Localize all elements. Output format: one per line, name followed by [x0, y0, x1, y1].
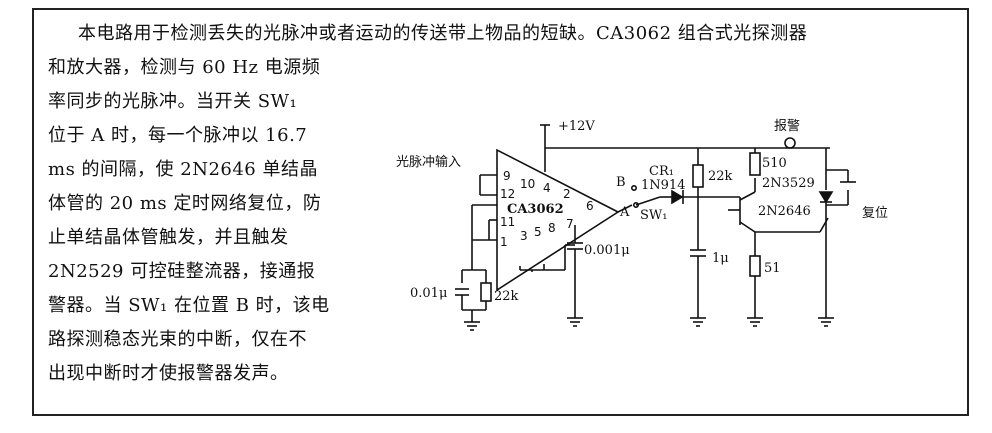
text-line-8: 2N2529 可控硅整流器，接通报 — [48, 261, 316, 282]
switch-position-b: B — [616, 175, 626, 190]
ic-capacitor-label: 0.001μ — [584, 243, 630, 258]
pin-label-1: 1 — [500, 235, 508, 249]
pin-label-10: 10 — [520, 177, 535, 191]
pin-label-12: 12 — [500, 187, 515, 201]
switch-name-label: SW₁ — [640, 208, 667, 223]
pin-label-8: 8 — [548, 221, 556, 235]
input-resistor-label: 22k — [494, 289, 519, 304]
text-line-7: 止单结晶体管触发，并且触发 — [48, 227, 289, 248]
timing-resistor-label: 22k — [708, 169, 733, 184]
text-line-3: 率同步的光脉冲。当开关 SW₁ — [48, 91, 298, 112]
scr-label: 2N3529 — [762, 176, 815, 191]
alarm-label: 报警 — [774, 118, 800, 134]
switch-position-a: A — [619, 205, 630, 220]
diode-cr-label: CR₁ — [649, 164, 674, 179]
text-line-5: ms 的间隔，使 2N2646 单结晶 — [48, 159, 318, 180]
pin-label-7: 7 — [566, 217, 574, 231]
figure-frame — [32, 8, 969, 416]
ujt-label: 2N2646 — [758, 204, 811, 219]
text-line-6: 体管的 20 ms 定时网络复位，防 — [48, 193, 322, 214]
text-line-1: 本电路用于检测丢失的光脉冲或者运动的传送带上物品的短缺。CA3062 组合式光探… — [78, 23, 808, 44]
resistor-510-label: 510 — [762, 156, 787, 171]
timing-capacitor-label: 1μ — [712, 251, 729, 266]
pin-label-5: 5 — [534, 225, 542, 239]
pin-label-9: 9 — [503, 169, 511, 183]
pin-label-3: 3 — [520, 229, 528, 243]
pin-label-4: 4 — [543, 181, 551, 195]
text-line-11: 出现中断时才使报警器发声。 — [48, 363, 289, 384]
pin-label-11: 11 — [500, 215, 515, 229]
reset-label: 复位 — [862, 206, 888, 221]
pin-label-6: 6 — [586, 199, 594, 213]
resistor-51-label: 51 — [764, 261, 781, 276]
diode-part-label: 1N914 — [641, 178, 685, 193]
pin-label-2: 2 — [563, 187, 571, 201]
supply-label: +12V — [558, 119, 595, 134]
text-line-9: 警器。当 SW₁ 在位置 B 时，该电 — [48, 295, 330, 316]
input-capacitor-label: 0.01μ — [410, 286, 447, 301]
ic-label: CA3062 — [507, 202, 564, 217]
text-line-10: 路探测稳态光束的中断，仅在不 — [48, 329, 307, 350]
input-label: 光脉冲输入 — [396, 154, 461, 170]
text-line-2: 和放大器，检测与 60 Hz 电源频 — [48, 57, 321, 78]
text-line-4: 位于 A 时，每一个脉冲以 16.7 — [48, 125, 308, 146]
